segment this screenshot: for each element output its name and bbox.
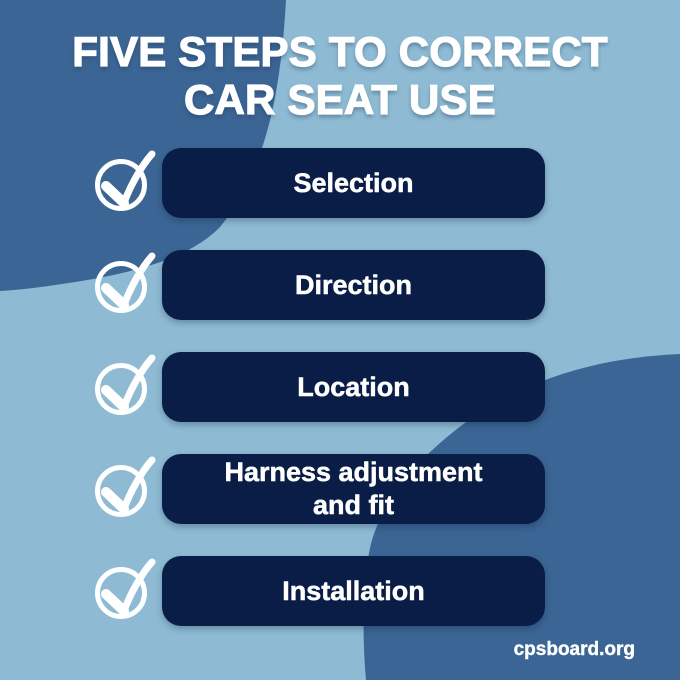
step-pill: Direction [162, 250, 545, 320]
blob-top-left [0, 0, 286, 291]
check-circle-icon [94, 454, 158, 518]
check-circle-icon [94, 148, 158, 212]
step-pill: Location [162, 352, 545, 422]
step-pill: Selection [162, 148, 545, 218]
step-row-installation: Installation [0, 556, 680, 626]
step-pill: Harness adjustment and fit [162, 454, 545, 524]
step-row-harness: Harness adjustment and fit [0, 454, 680, 524]
check-circle-icon [94, 250, 158, 314]
page-title-line-2: CAR SEAT USE [183, 76, 496, 124]
footer-url: cpsboard.org [513, 639, 635, 660]
check-circle-icon [94, 352, 158, 416]
steps-list: Selection Direction [0, 148, 680, 658]
page-title-line-1: FIVE STEPS TO CORRECT [72, 27, 609, 75]
step-label: Installation [282, 575, 425, 606]
step-pill: Installation [162, 556, 545, 626]
page-title: FIVE STEPS TO CORRECT CAR SEAT USE [0, 27, 680, 125]
step-row-selection: Selection [0, 148, 680, 218]
step-label-line2: and fit [313, 490, 395, 520]
step-label: Direction [294, 269, 413, 300]
step-label: Location [297, 371, 410, 402]
check-circle-icon [94, 556, 158, 620]
step-label: Selection [293, 167, 414, 198]
step-label: Harness adjustment [224, 457, 483, 488]
step-row-location: Location [0, 352, 680, 422]
step-row-direction: Direction [0, 250, 680, 320]
